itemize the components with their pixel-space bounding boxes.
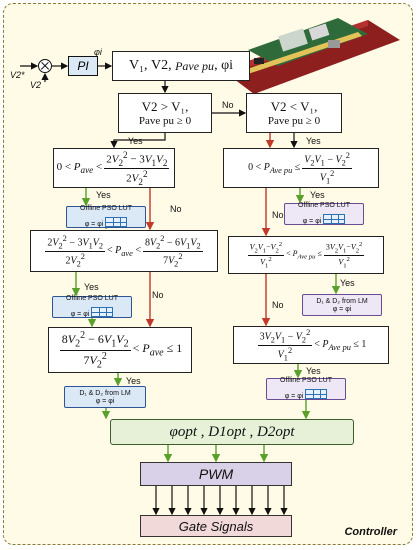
lut-title: Offline PSO LUT <box>65 294 118 302</box>
no-label-2: No <box>170 204 182 214</box>
v2-label: V2, <box>150 58 172 73</box>
lut-table-icon <box>305 388 328 399</box>
pi-controller: PI <box>68 56 98 76</box>
lm-block-left: D₁ & D₂ from LM φ = φi <box>64 386 146 408</box>
cond-left-line2: Pave pu ≥ 0 <box>138 115 192 127</box>
lut-title: Offline PSO LUT <box>79 204 132 212</box>
lut-phi: φ = φi <box>70 310 90 318</box>
v2-ref-label: V2* <box>10 70 25 80</box>
offline-pso-lut-3: Offline PSO LUT φ = φi <box>284 201 364 225</box>
lm-title: D₁ & D₂ from LM <box>316 298 368 305</box>
condition-v2-greater-box: V2 > V₁, Pave pu ≥ 0 <box>118 93 212 133</box>
optimal-outputs-bar: φopt , D1opt , D2opt <box>110 419 354 445</box>
yes-label-5: Yes <box>84 282 99 292</box>
yes-label-6: Yes <box>340 278 355 288</box>
offline-pso-lut-2: Offline PSO LUT φ = φi <box>52 294 132 318</box>
lut-table-icon <box>105 216 128 227</box>
lm-phi: φ = φi <box>95 398 115 405</box>
lut-table-icon <box>91 306 114 317</box>
no-label-3: No <box>272 210 284 220</box>
lut-phi: φ = φi <box>284 392 304 400</box>
no-label-1: No <box>222 100 234 110</box>
input-variables-box: V₁, V2, Pave pu, φi <box>112 51 250 81</box>
lut-title: Offline PSO LUT <box>297 201 350 209</box>
yes-label-2: Yes <box>306 136 321 146</box>
v1-label: V₁, <box>128 58 148 73</box>
yes-label-8: Yes <box>306 366 321 376</box>
sum-junction-icon <box>38 59 52 73</box>
pwm-block: PWM <box>140 462 292 486</box>
lut-phi: φ = φi <box>84 220 104 228</box>
yes-label-1: Yes <box>128 136 143 146</box>
lm-block-right: D₁ & D₂ from LM φ = φi <box>302 294 382 316</box>
controller-label: Controller <box>344 526 397 538</box>
lut-phi: φ = φi <box>302 217 322 225</box>
cond-right-line1: V2 < V₁, <box>270 99 318 114</box>
gate-signals-block: Gate Signals <box>140 515 292 537</box>
hardware-board-image <box>222 18 400 94</box>
pave-pu-label: Pave pu <box>175 58 215 73</box>
lm-phi: φ = φi <box>332 306 352 313</box>
yes-label-3: Yes <box>96 190 111 200</box>
condition-v2-less-box: V2 < V₁, Pave pu ≥ 0 <box>246 93 342 133</box>
cond-right-line2: Pave pu ≥ 0 <box>267 115 321 127</box>
yes-label-4: Yes <box>310 190 325 200</box>
cond-left-line1: V2 > V₁, <box>141 99 189 114</box>
lut-table-icon <box>323 213 346 224</box>
lut-title: Offline PSO LUT <box>279 376 332 384</box>
offline-pso-lut-4: Offline PSO LUT φ = φi <box>266 376 346 400</box>
lm-title: D₁ & D₂ from LM <box>79 390 131 397</box>
no-label-5: No <box>272 300 284 310</box>
no-label-4: No <box>152 290 164 300</box>
v2-feedback-label: V2 <box>30 80 42 90</box>
phi-label: φi <box>221 58 234 73</box>
yes-label-7: Yes <box>126 376 141 386</box>
phi-i-label: φi <box>94 47 102 57</box>
offline-pso-lut-1: Offline PSO LUT φ = φi <box>66 204 146 228</box>
